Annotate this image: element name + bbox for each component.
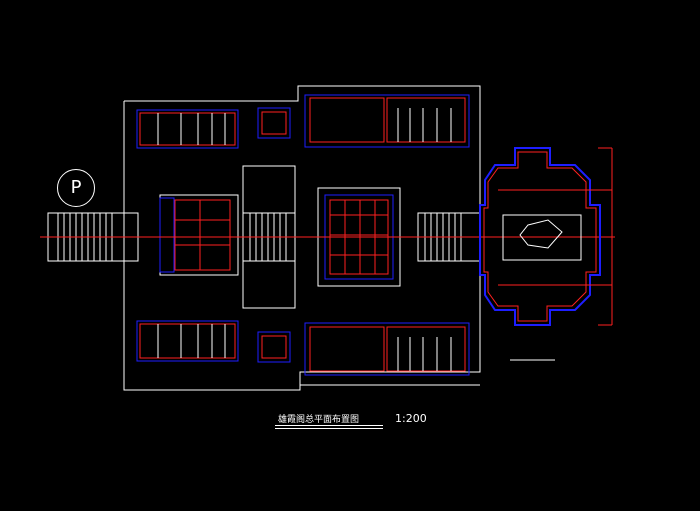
drawing-scale: 1:200 (395, 412, 427, 425)
right-pavilion (479, 147, 613, 326)
bottom-left-wing (136, 320, 239, 362)
left-courtyard (159, 194, 239, 276)
top-left-wing (136, 109, 239, 149)
drawing-title: 雄霞阁总平面布置图 (278, 415, 360, 425)
main-building-outline (123, 85, 481, 391)
parking-symbol: P (57, 169, 95, 207)
title-underline-second (275, 428, 383, 429)
title-underline (275, 425, 383, 426)
site-boundary (300, 359, 555, 386)
left-courtyard-detail (159, 197, 231, 273)
top-right-wing (257, 94, 470, 148)
bottom-right-wing (257, 322, 470, 376)
